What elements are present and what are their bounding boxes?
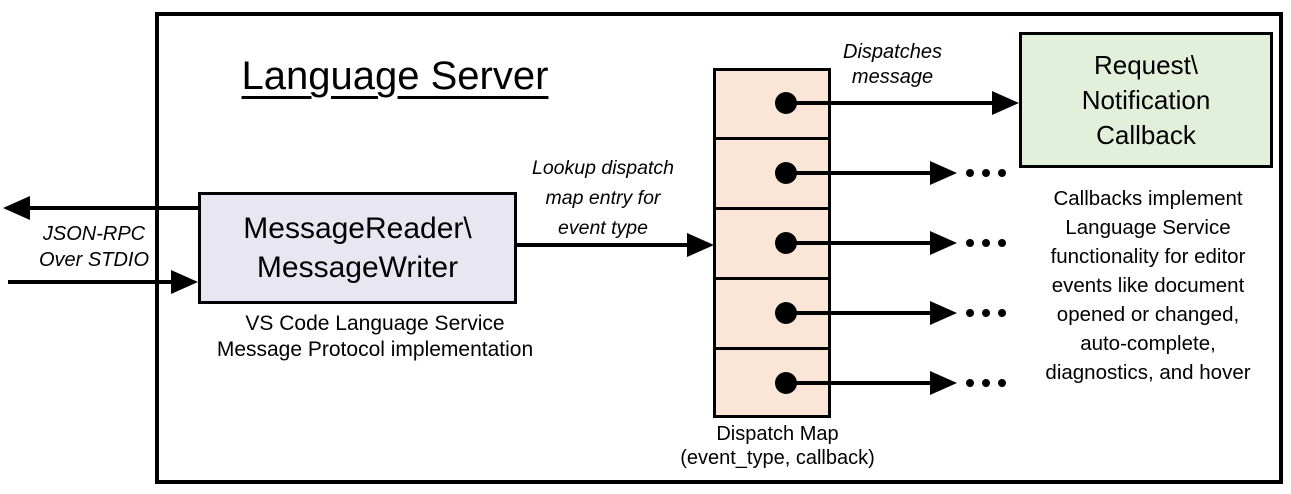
ellipsis-dot — [966, 379, 974, 387]
lookup-label: Lookup dispatch map entry for event type — [531, 157, 675, 239]
dispatch-cell-divider — [713, 276, 831, 280]
stdio-in-arrowhead-icon — [171, 270, 198, 294]
dispatch-cell-divider — [713, 346, 831, 350]
ellipsis-dot — [966, 309, 974, 317]
stdio-in-line — [8, 280, 174, 284]
ellipsis-dot — [966, 239, 974, 247]
lookup-arrow-line — [517, 243, 689, 247]
language-server-box — [155, 12, 1283, 484]
dispatch-arrow-line — [786, 101, 994, 105]
diagram-title: Language Server — [241, 54, 549, 98]
ellipsis-dot — [982, 239, 990, 247]
dispatch-arrow-line — [786, 311, 932, 315]
ellipsis-dot — [998, 379, 1006, 387]
dispatch-arrow-line — [786, 381, 932, 385]
request-notification-callback-box: Request\ Notification Callback — [1019, 32, 1273, 168]
ellipsis-dot — [966, 169, 974, 177]
dispatch-arrowhead-icon — [992, 91, 1019, 115]
lookup-arrowhead-icon — [687, 233, 714, 257]
dispatch-map-caption: Dispatch Map (event_type, callback) — [680, 423, 875, 469]
dispatch-cell-divider — [713, 206, 831, 210]
ellipsis-dot — [982, 379, 990, 387]
stdio-out-line — [28, 206, 198, 210]
dispatch-cell-divider — [713, 136, 831, 140]
io-channel-label: JSON-RPC Over STDIO — [38, 223, 149, 271]
dispatch-arrowhead-icon — [930, 301, 957, 325]
ellipsis-dot — [998, 239, 1006, 247]
dispatch-arrow-line — [786, 171, 932, 175]
message-box-caption: VS Code Language Service Message Protoco… — [216, 312, 534, 361]
ellipsis-dot — [998, 169, 1006, 177]
ellipsis-dot — [982, 309, 990, 317]
callbacks-description: Callbacks implement Language Service fun… — [1045, 187, 1251, 384]
dispatch-arrowhead-icon — [930, 161, 957, 185]
dispatch-arrowhead-icon — [930, 371, 957, 395]
stdio-out-arrowhead-icon — [3, 196, 30, 220]
ellipsis-dot — [998, 309, 1006, 317]
message-reader-writer-box: MessageReader\ MessageWriter — [198, 192, 517, 304]
dispatch-arrowhead-icon — [930, 231, 957, 255]
ellipsis-dot — [982, 169, 990, 177]
dispatches-message-label: Dispatches message — [843, 41, 942, 88]
dispatch-arrow-line — [786, 241, 932, 245]
